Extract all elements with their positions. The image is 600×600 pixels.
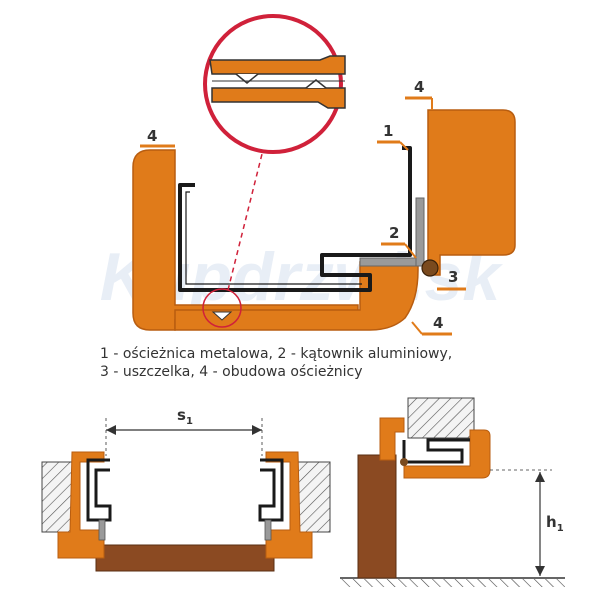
detail-marker-circle xyxy=(202,288,242,328)
svg-text:4: 4 xyxy=(433,314,443,332)
legend-caption: 1 - ościeżnica metalowa, 2 - kątownik al… xyxy=(100,345,520,381)
groove-mark xyxy=(211,311,233,321)
label-4-bottom: 4 xyxy=(411,314,452,336)
zoom-groove-top xyxy=(235,73,259,84)
label-1: 1 xyxy=(377,122,409,151)
detail-connector xyxy=(227,149,264,291)
width-label-s1: s1 xyxy=(177,406,193,427)
svg-text:1: 1 xyxy=(383,122,393,140)
label-4-left: 4 xyxy=(140,127,175,148)
rubber-seal xyxy=(421,259,439,277)
legend-line-1: 1 - ościeżnica metalowa, 2 - kątownik al… xyxy=(100,346,453,362)
svg-text:4: 4 xyxy=(147,127,157,145)
door-leaf-side xyxy=(357,454,397,579)
aluminium-angle xyxy=(359,257,423,267)
zoom-detail-circle xyxy=(203,14,343,154)
left-frame-metal xyxy=(86,458,112,522)
metal-frame-inner xyxy=(185,191,362,285)
left-wall-section xyxy=(41,461,75,533)
svg-text:4: 4 xyxy=(414,78,424,96)
right-casing-piece xyxy=(427,109,516,276)
zoom-detail-content xyxy=(209,55,346,109)
aluminium-angle-vertical xyxy=(415,197,425,267)
legend-line-2: 3 - uszczelka, 4 - obudowa ościeżnicy xyxy=(100,364,363,380)
height-label-h1: h1 xyxy=(546,513,564,534)
bottom-casing-piece xyxy=(174,261,419,331)
height-view: h1 xyxy=(340,397,565,587)
door-leaf-bottom xyxy=(95,544,275,572)
top-frame-metal xyxy=(402,438,470,464)
top-wall-section xyxy=(407,397,475,439)
width-view: s1 xyxy=(41,406,331,572)
svg-text:2: 2 xyxy=(389,224,399,242)
label-3: 3 xyxy=(437,268,466,291)
metal-frame-profile xyxy=(178,146,412,292)
label-4-top: 4 xyxy=(405,78,433,110)
label-2: 2 xyxy=(381,224,417,259)
top-frame-casing-left xyxy=(379,417,405,461)
right-frame-metal xyxy=(258,458,284,522)
right-wall-section xyxy=(297,461,331,533)
svg-text:3: 3 xyxy=(448,268,458,286)
zoom-groove-bottom xyxy=(305,79,327,89)
